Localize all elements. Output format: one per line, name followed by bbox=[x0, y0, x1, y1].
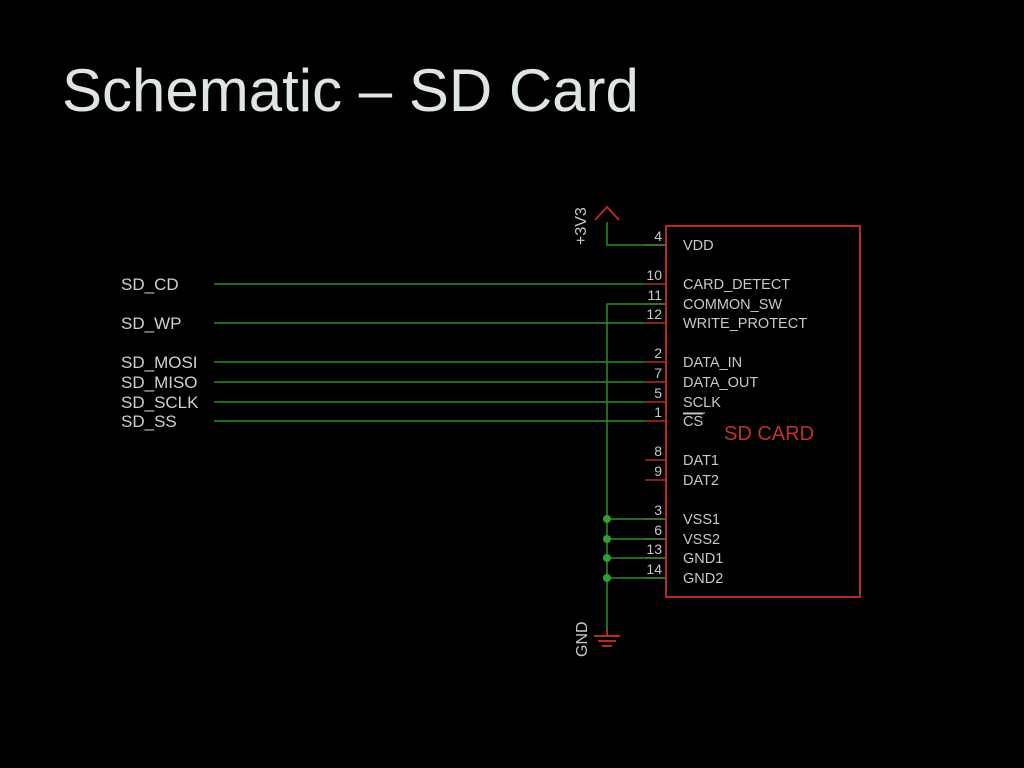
pin-number: 9 bbox=[654, 463, 662, 479]
junction-dot bbox=[603, 515, 611, 523]
ground-label: GND bbox=[574, 621, 591, 657]
pin-name: VDD bbox=[683, 238, 714, 254]
ground-net: GND bbox=[574, 303, 665, 657]
pin-name: VSS2 bbox=[683, 532, 720, 548]
net-label: SD_WP bbox=[121, 314, 181, 333]
pin-name: DAT2 bbox=[683, 473, 719, 489]
pin-number: 7 bbox=[654, 365, 662, 381]
pin-name: CS bbox=[683, 414, 703, 430]
pin-name: GND1 bbox=[683, 551, 723, 567]
pin-name: CARD_DETECT bbox=[683, 277, 790, 293]
pins-group: 4VDD10CARD_DETECT11COMMON_SW12WRITE_PROT… bbox=[645, 228, 807, 587]
power-arrow-icon bbox=[594, 205, 620, 221]
net-label: SD_CD bbox=[121, 275, 179, 294]
part-name-label: SD CARD bbox=[724, 423, 814, 445]
pin-name: SCLK bbox=[683, 395, 721, 411]
sd-card-part-outline bbox=[665, 225, 861, 598]
pin-number: 14 bbox=[646, 561, 662, 577]
vdd-wire bbox=[606, 222, 665, 246]
pin-number: 2 bbox=[654, 345, 662, 361]
pin-name: VSS1 bbox=[683, 512, 720, 528]
power-supply-label: +3V3 bbox=[573, 207, 590, 245]
net-label: SD_SCLK bbox=[121, 393, 199, 412]
junction-dot bbox=[603, 535, 611, 543]
pin-number: 5 bbox=[654, 385, 662, 401]
pin-number: 4 bbox=[654, 228, 662, 244]
pin-number: 11 bbox=[647, 287, 662, 303]
pin-name: DATA_IN bbox=[683, 355, 742, 371]
pin-number: 8 bbox=[654, 443, 662, 459]
junction-dot bbox=[603, 554, 611, 562]
pin-name: DATA_OUT bbox=[683, 375, 758, 391]
pin-number: 3 bbox=[654, 502, 662, 518]
pin-number: 10 bbox=[646, 267, 662, 283]
pin-number: 1 bbox=[654, 404, 662, 420]
power-supply-3v3: +3V3 bbox=[573, 205, 665, 246]
pin-number: 12 bbox=[646, 306, 662, 322]
slide-title: Schematic – SD Card bbox=[62, 57, 639, 124]
pin-name: WRITE_PROTECT bbox=[683, 316, 807, 332]
net-label: SD_MISO bbox=[121, 373, 198, 392]
net-label: SD_SS bbox=[121, 412, 177, 431]
junction-dot bbox=[603, 574, 611, 582]
pin-number: 13 bbox=[646, 541, 662, 557]
ground-symbol-icon bbox=[594, 630, 620, 647]
pin-number: 6 bbox=[654, 522, 662, 538]
pin-name: COMMON_SW bbox=[683, 297, 782, 313]
pin-name: GND2 bbox=[683, 571, 723, 587]
net-label: SD_MOSI bbox=[121, 353, 198, 372]
pin-name: DAT1 bbox=[683, 453, 719, 469]
